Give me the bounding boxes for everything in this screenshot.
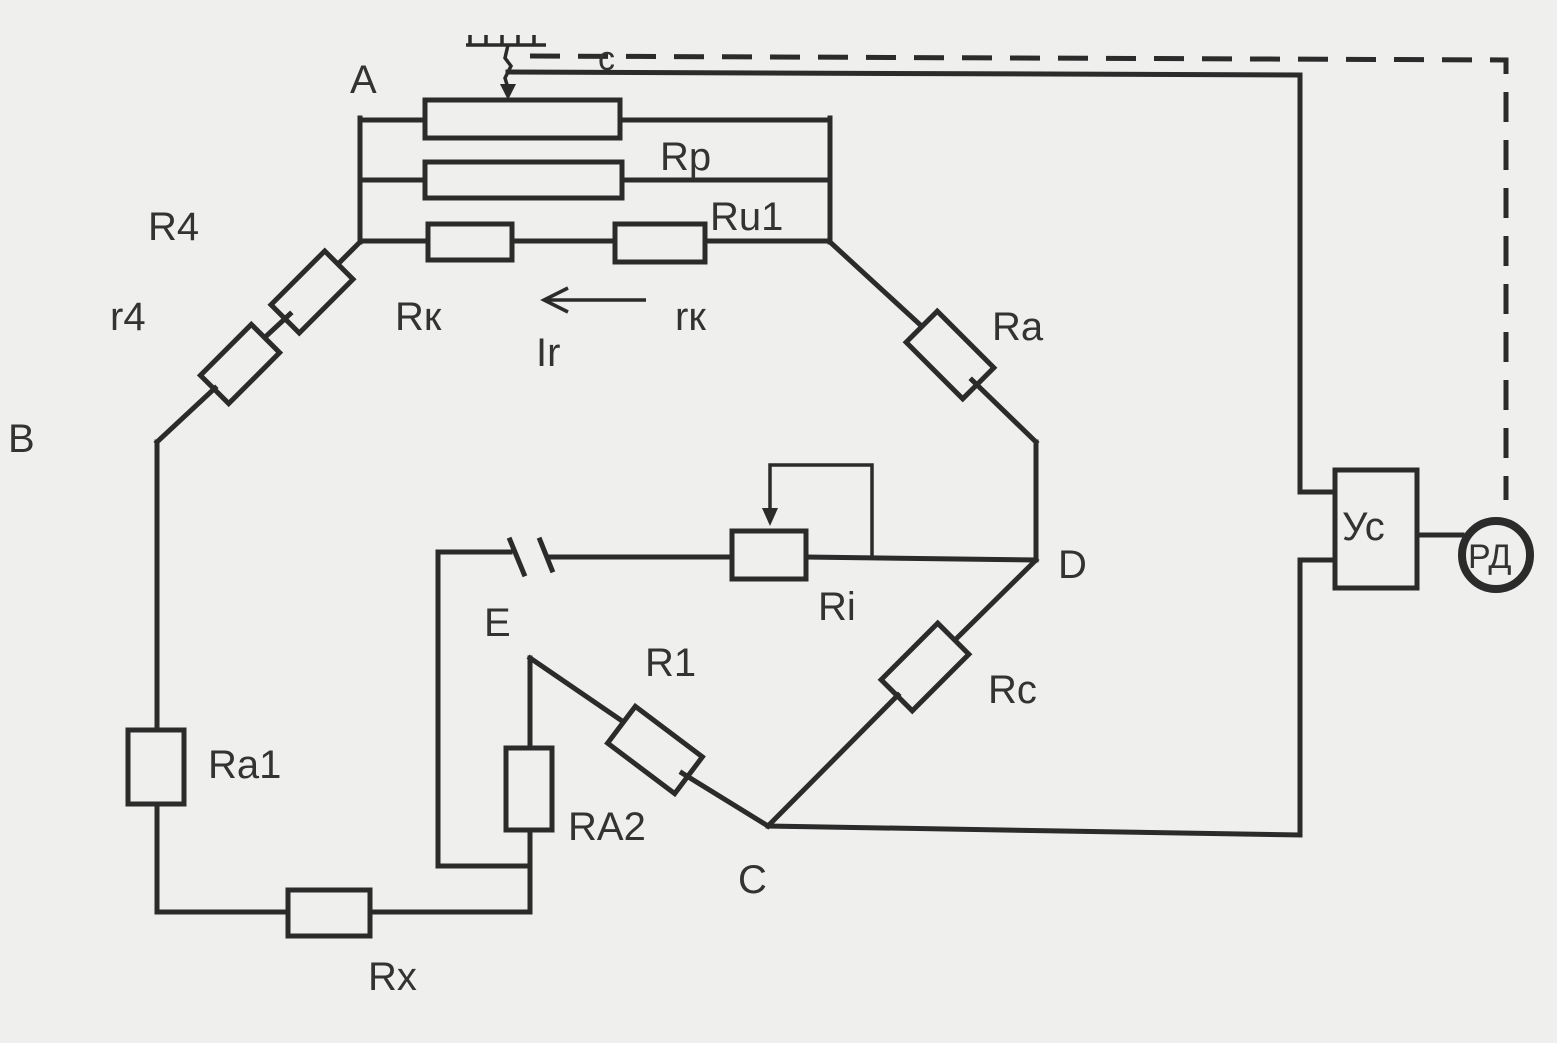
resistor-rx xyxy=(285,887,373,939)
label-rk: Rк xyxy=(395,295,442,339)
label-r4-small: r4 xyxy=(110,295,146,339)
label-rp: Rp xyxy=(660,135,711,179)
label-ru1: Ru1 xyxy=(710,195,783,239)
label-node-b: B xyxy=(8,417,35,461)
label-r1: R1 xyxy=(645,641,696,685)
r1-branch xyxy=(526,654,772,830)
resistor-rp xyxy=(422,159,625,201)
label-r4: R4 xyxy=(148,205,199,249)
label-slider-c: c xyxy=(598,40,615,78)
slider-spring xyxy=(503,44,514,89)
parallel-resistor-bank xyxy=(357,97,833,265)
label-ra: Ra xyxy=(992,305,1044,349)
resistor-rk xyxy=(425,221,515,263)
label-current-ir: Ir xyxy=(536,331,560,375)
slider-contact xyxy=(466,35,546,100)
label-node-e: E xyxy=(484,601,511,645)
motor-circle xyxy=(1458,517,1534,593)
label-node-c: C xyxy=(738,858,767,902)
resistor-rk-small xyxy=(612,221,708,265)
wire-r4-r4small xyxy=(258,310,294,344)
slider-arrow-icon xyxy=(500,84,516,100)
label-rc: Rc xyxy=(988,668,1037,712)
wire-d-rc xyxy=(951,556,1040,644)
wire-to-b xyxy=(153,384,219,446)
junction-stroke xyxy=(506,536,528,578)
wire-rc-c xyxy=(764,691,902,830)
rc-branch xyxy=(764,556,1040,830)
label-amplifier: Ус xyxy=(1342,505,1385,549)
resistor-ri xyxy=(729,528,809,582)
ri-tap-wire xyxy=(768,463,874,558)
label-node-a: A xyxy=(350,58,377,102)
resistor-ra2 xyxy=(503,745,555,833)
wire-ri-d xyxy=(803,554,1039,563)
left-arm xyxy=(125,238,533,939)
wire-r1-c xyxy=(678,769,772,830)
ri-branch xyxy=(729,463,1039,582)
ra2-branch xyxy=(435,549,555,869)
resistor-ra1 xyxy=(125,727,187,807)
feedback-wire-top xyxy=(505,69,1338,495)
label-rk-small: rк xyxy=(675,295,706,339)
wire-top-ra xyxy=(826,238,932,336)
current-arrow-icon xyxy=(540,286,569,314)
slide-rheostat xyxy=(422,97,623,141)
label-ra1: Ra1 xyxy=(208,743,281,787)
label-ra2: RA2 xyxy=(568,805,646,849)
amplifier-box xyxy=(1332,467,1420,591)
label-rx: Rx xyxy=(368,955,417,999)
wire-ra-d xyxy=(968,376,1040,446)
label-node-d: D xyxy=(1058,543,1087,587)
label-ri: Ri xyxy=(818,585,856,629)
wire-e-r1 xyxy=(526,654,632,729)
ri-tap-arrow-icon xyxy=(762,508,778,526)
right-arm xyxy=(826,238,1040,563)
label-motor: РД xyxy=(1468,538,1511,576)
junction-symbol xyxy=(506,536,735,578)
mechanical-link-dashed xyxy=(529,53,1509,500)
wire-c-us xyxy=(765,557,1338,838)
